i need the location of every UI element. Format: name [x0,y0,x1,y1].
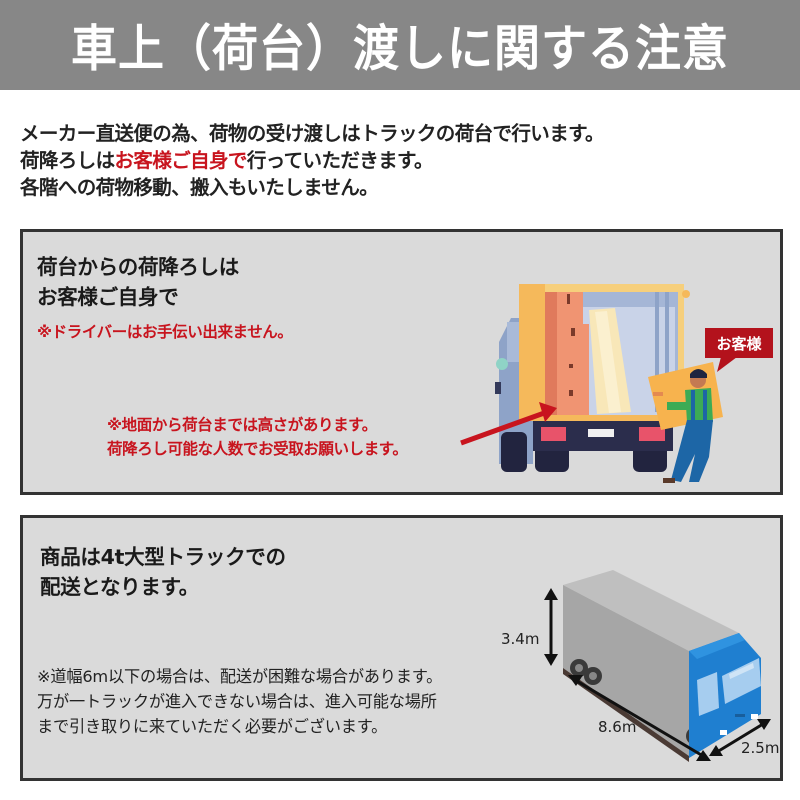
truck-size-heading: 商品は4t大型トラックでの 配送となります。 [40,542,286,602]
height-note-line-2: 荷降ろし可能な人数でお受取お願いします。 [107,440,408,458]
truck-unloading-illustration [460,284,737,483]
unloading-notice-box: 荷台からの荷降ろしは お客様ご自身で ※ドライバーはお手伝い出来ません。 ※地面… [20,229,783,495]
unloading-heading: 荷台からの荷降ろしは お客様ご自身で [37,252,239,312]
page-title: 車上（荷台）渡しに関する注意 [71,19,729,78]
intro-line-2-prefix: 荷降ろしは [20,149,115,172]
road-width-note: ※道幅6m以下の場合は、配送が困難な場合があります。 万が一トラックが進入できな… [37,664,442,739]
intro-line-2: 荷降ろしはお客様ご自身で行っていただきます。 [20,147,780,174]
road-note-line-2: 万が一トラックが進入できない場合は、進入可能な場所 [37,692,437,711]
intro-line-2-suffix: 行っていただきます。 [246,149,434,172]
height-dimension: 3.4m [501,630,540,648]
road-note-line-1: ※道幅6m以下の場合は、配送が困難な場合があります。 [37,667,443,686]
length-dimension: 8.6m [598,718,637,736]
intro-text: メーカー直送便の為、荷物の受け渡しはトラックの荷台で行います。 荷降ろしはお客様… [20,120,780,201]
height-note-line-1: ※地面から荷台までは高さがあります。 [107,416,377,434]
width-dimension: 2.5m [741,739,780,757]
4t-truck-illustration [544,570,771,762]
intro-line-1: メーカー直送便の為、荷物の受け渡しはトラックの荷台で行います。 [20,122,605,145]
driver-note: ※ドライバーはお手伝い出来ません。 [37,323,293,341]
unloading-heading-line-1: 荷台からの荷降ろしは [37,255,239,279]
height-note: ※地面から荷台までは高さがあります。 荷降ろし可能な人数でお受取お願いします。 [107,413,408,461]
intro-line-3: 各階への荷物移動、搬入もいたしません。 [20,176,379,199]
truck-size-heading-line-2: 配送となります。 [40,575,199,599]
customer-badge: お客様 [705,328,773,358]
truck-size-heading-line-1: 商品は4t大型トラックでの [40,545,286,569]
road-note-line-3: まで引き取りに来ていただく必要がございます。 [37,717,388,736]
truck-size-box: 商品は4t大型トラックでの 配送となります。 ※道幅6m以下の場合は、配送が困難… [20,515,783,781]
intro-highlight: お客様ご自身で [114,149,248,172]
unloading-heading-line-2: お客様ご自身で [37,285,179,309]
page-header: 車上（荷台）渡しに関する注意 [0,0,800,90]
